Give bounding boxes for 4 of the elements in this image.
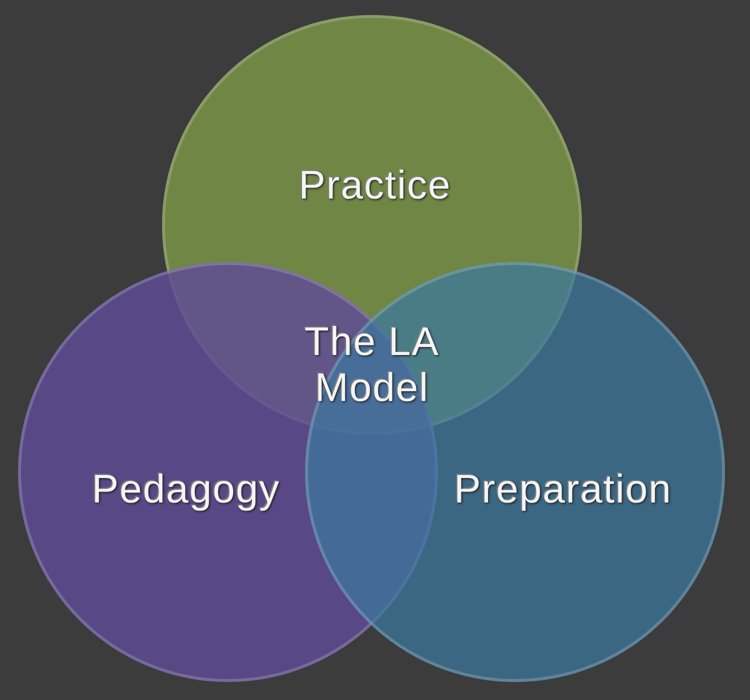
circle-label: Practice	[298, 164, 452, 208]
circle-label: Pedagogy	[92, 468, 280, 512]
center-label: The LA Model	[304, 319, 440, 411]
circle-label: Preparation	[454, 468, 672, 512]
